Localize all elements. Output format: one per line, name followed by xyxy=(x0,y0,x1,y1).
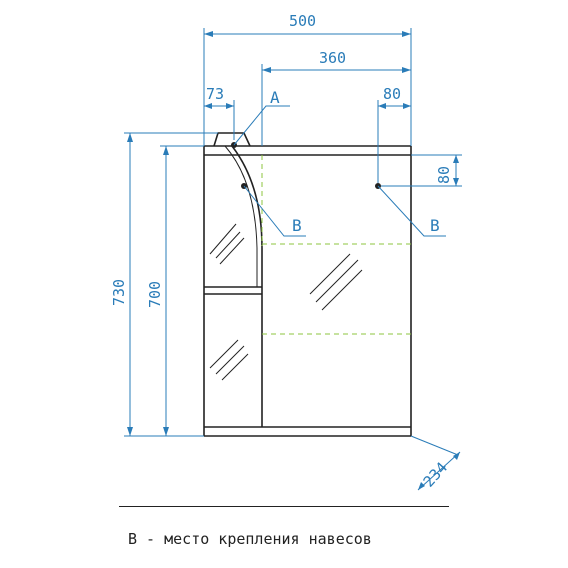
leader-a xyxy=(233,105,290,146)
cabinet-crown xyxy=(213,132,251,147)
dimension-hook-offset: 80 xyxy=(377,85,411,183)
curved-door-edge xyxy=(231,145,263,427)
curved-door-inner-edge xyxy=(224,145,258,287)
label-b-left: B xyxy=(292,216,302,235)
dim-hook-drop-value: 80 xyxy=(435,166,453,184)
label-b-right: B xyxy=(430,216,440,235)
dim-overall-width-value: 500 xyxy=(289,12,316,30)
cabinet-outline xyxy=(203,132,412,437)
glare-icon-left-upper xyxy=(209,223,245,265)
dim-right-width-value: 360 xyxy=(319,49,346,67)
leader-b-left xyxy=(243,185,306,237)
dim-body-height-value: 700 xyxy=(146,281,164,308)
dimension-hook-drop: 80 xyxy=(381,154,462,187)
dim-total-height-value: 730 xyxy=(110,279,128,306)
glare-icon-left-lower xyxy=(209,339,249,381)
dimension-right-width: 360 xyxy=(261,49,411,146)
dimension-overall-width: 500 xyxy=(203,12,412,146)
dim-hook-offset-value: 80 xyxy=(383,85,401,103)
legend-caption: В - место крепления навесов xyxy=(128,530,372,548)
hidden-shelves xyxy=(261,155,411,335)
glare-icon-right xyxy=(309,253,363,311)
label-a: A xyxy=(270,88,280,107)
dimension-depth: 234 xyxy=(410,435,461,491)
caption-divider xyxy=(119,506,449,507)
dimension-left-offset: 73 xyxy=(204,85,235,140)
dim-left-offset-value: 73 xyxy=(206,85,224,103)
leader-b-right xyxy=(377,185,446,237)
dimension-total-height: 730 xyxy=(110,132,218,437)
dimension-body-height: 700 xyxy=(146,145,204,437)
